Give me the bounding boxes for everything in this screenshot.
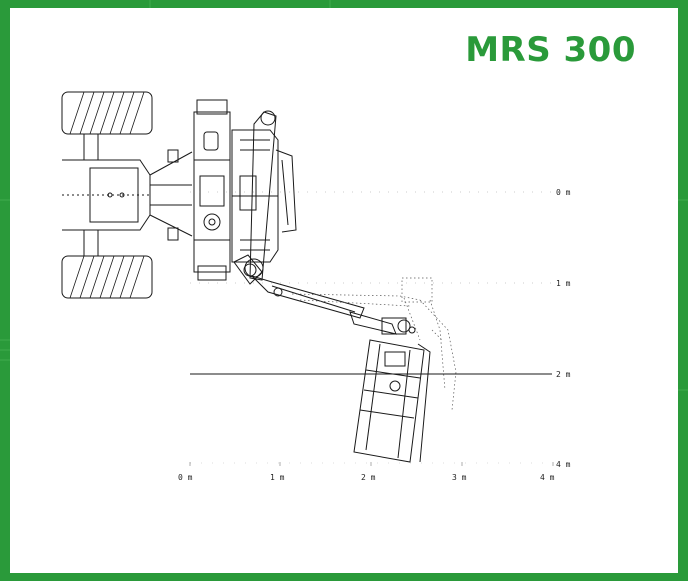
mower-head [353, 339, 431, 463]
v-scale-label-0: 0 m [556, 188, 571, 197]
v-scale-label-2: 2 m [556, 370, 571, 379]
horizontal-scale: 0 m 1 m 2 m 3 m 4 m [178, 473, 555, 482]
arm-folded [239, 110, 297, 281]
mounting-frame [193, 99, 279, 281]
h-scale-label-2: 2 m [361, 473, 376, 482]
h-scale-label-3: 3 m [452, 473, 467, 482]
model-title: MRS 300 [465, 30, 636, 70]
h-scale-label-1: 1 m [270, 473, 285, 482]
v-scale-label-3: 4 m [556, 460, 571, 469]
diagram-panel [10, 8, 678, 573]
reference-lines [190, 191, 552, 464]
vertical-scale: 0 m 1 m 2 m 4 m [556, 188, 571, 469]
v-scale-label-1: 1 m [556, 279, 571, 288]
arm-extended [233, 254, 416, 335]
horizontal-scale-ticks [189, 462, 554, 466]
tractor-drawing [61, 91, 193, 299]
ghost-positions [291, 277, 457, 411]
h-scale-label-0: 0 m [178, 473, 193, 482]
h-scale-label-4: 4 m [540, 473, 555, 482]
